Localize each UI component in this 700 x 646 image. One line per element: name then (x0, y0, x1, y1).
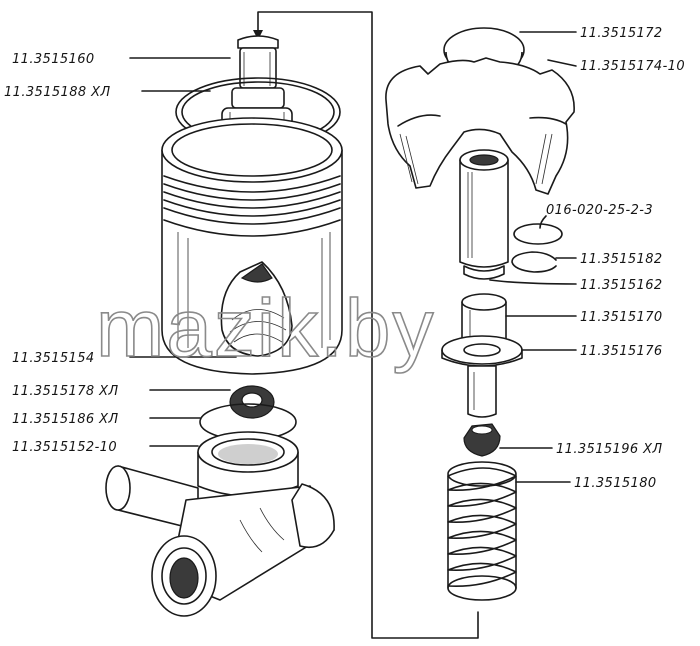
label-part-11-3515170: 11.3515170 (580, 310, 663, 325)
label-part-11-3515176: 11.3515176 (580, 344, 663, 359)
label-part-11-3515172: 11.3515172 (580, 26, 663, 41)
label-part-11-3515152: 11.3515152-10 (12, 440, 117, 455)
valve-pin-part (467, 365, 497, 418)
part-labels: 11.3515160 11.3515188 ХЛ 11.3515154 11.3… (4, 26, 685, 491)
label-part-11-3515174: 11.3515174-10 (580, 59, 685, 74)
assembly-connector-line (253, 11, 479, 639)
filter-cup-housing-part (161, 117, 343, 375)
star-knob-part (385, 57, 575, 195)
spring-clip-part (511, 251, 557, 273)
nut-part (229, 385, 275, 419)
label-part-11-3515162: 11.3515162 (580, 278, 663, 293)
label-part-11-3515182: 11.3515182 (580, 252, 663, 267)
washer-part (441, 335, 523, 367)
coil-spring-part (447, 461, 517, 601)
label-part-11-3515154: 11.3515154 (12, 351, 95, 366)
tee-body-part (105, 431, 335, 617)
watermark-text: mazik.by (96, 283, 436, 374)
leader-lines (129, 31, 577, 483)
tube-part (459, 149, 509, 280)
valve-seat-part (463, 423, 501, 457)
label-part-11-3515178: 11.3515178 ХЛ (12, 384, 119, 399)
label-part-11-3515160: 11.3515160 (12, 52, 95, 67)
label-part-11-3515196: 11.3515196 ХЛ (556, 442, 663, 457)
label-part-11-3515188: 11.3515188 ХЛ (4, 85, 111, 100)
label-part-11-3515180: 11.3515180 (574, 476, 657, 491)
o-ring-016-part (513, 223, 563, 245)
label-part-016-020-25-2-3: 016-020-25-2-3 (546, 203, 653, 218)
label-part-11-3515186: 11.3515186 ХЛ (12, 412, 119, 427)
